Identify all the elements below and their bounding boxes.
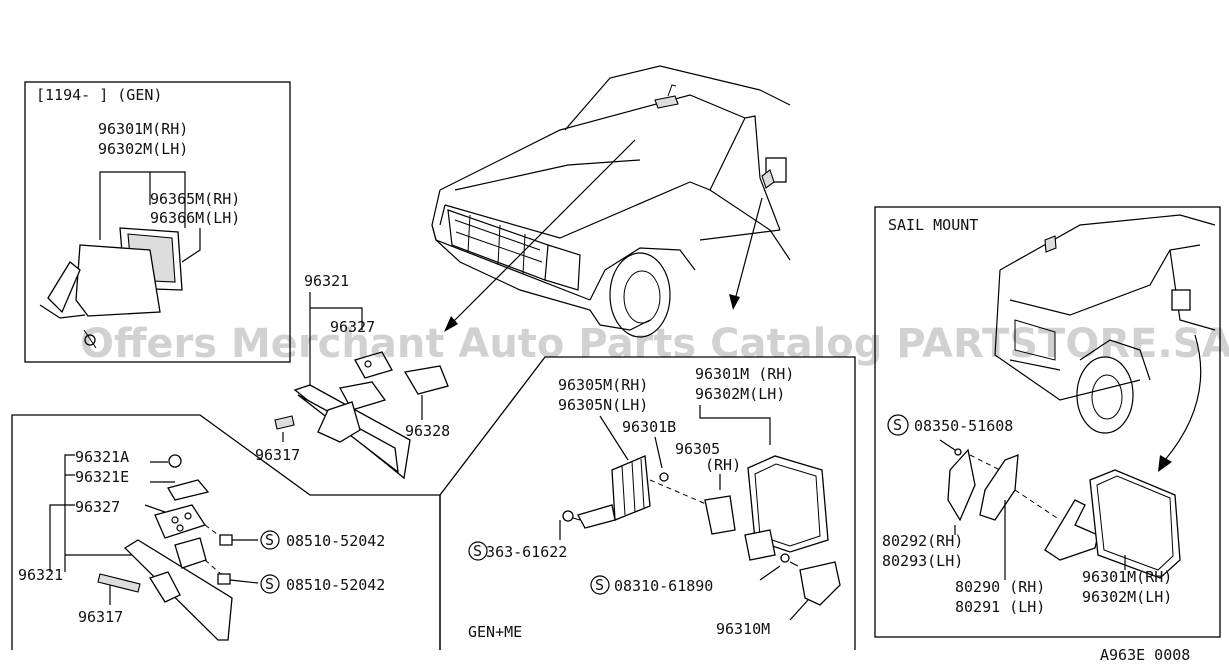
label-rv-96317: 96317 bbox=[255, 446, 300, 464]
label-det-96321e: 96321E bbox=[75, 468, 129, 486]
door-mirror-panel: 96305M(RH) 96305N(LH) 96301M (RH) 96302M… bbox=[439, 356, 856, 650]
label-rv-96328: 96328 bbox=[405, 422, 450, 440]
label-sail-80292: 80292(RH) bbox=[882, 532, 963, 550]
label-sail-96302m: 96302M(LH) bbox=[1082, 588, 1172, 606]
label-sail-80290: 80290 (RH) bbox=[955, 578, 1045, 596]
label-det-96321a: 96321A bbox=[75, 448, 129, 466]
label-sail-96301m: 96301M(RH) bbox=[1082, 568, 1172, 586]
screw-symbol-4: S bbox=[595, 576, 604, 594]
label-rv-96327: 96327 bbox=[330, 318, 375, 336]
label-dm-96301m: 96301M (RH) bbox=[695, 365, 794, 383]
label-det-96321: 96321 bbox=[18, 566, 63, 584]
label-dm-96305n: 96305N(LH) bbox=[558, 396, 648, 414]
screw-symbol-3: S bbox=[473, 542, 482, 560]
screw-symbol-2: S bbox=[265, 575, 274, 593]
screw-symbol-1: S bbox=[265, 531, 274, 549]
label-dm-96305: 96305 bbox=[675, 440, 720, 458]
label-rv-96321: 96321 bbox=[304, 272, 349, 290]
label-96302m: 96302M(LH) bbox=[98, 140, 188, 158]
label-96365m: 96365M(RH) bbox=[150, 190, 240, 208]
label-96366m: 96366M(LH) bbox=[150, 209, 240, 227]
callout-arrows bbox=[444, 139, 763, 332]
label-dm-genme: GEN+ME bbox=[468, 623, 522, 641]
label-dm-96301b: 96301B bbox=[622, 418, 676, 436]
label-dm-screw1: 08363-61622 bbox=[468, 543, 567, 561]
rearview-mirror-group: 96321 96327 96328 96317 bbox=[255, 272, 450, 480]
label-dm-screw2: 08310-61890 bbox=[614, 577, 713, 595]
sail-mount-panel: SAIL MOUNT S 08350-51608 80292(RH) 80293… bbox=[874, 206, 1221, 638]
label-dm-96305m: 96305M(RH) bbox=[558, 376, 648, 394]
label-det-96317: 96317 bbox=[78, 608, 123, 626]
label-det-screw1: 08510-52042 bbox=[286, 532, 385, 550]
inset-header: [1194- ] (GEN) bbox=[36, 86, 162, 104]
label-sail-screw: 08350-51608 bbox=[914, 417, 1013, 435]
label-sail-80293: 80293(LH) bbox=[882, 552, 963, 570]
label-sail-80291: 80291 (LH) bbox=[955, 598, 1045, 616]
figure-code: A963E 0008 bbox=[1100, 646, 1190, 664]
watermark-text: Offers Merchant Auto Parts Catalog PARTS… bbox=[80, 321, 1229, 367]
label-dm-rh: (RH) bbox=[705, 456, 741, 474]
inset-gen-mirror: [1194- ] (GEN) 96301M(RH) 96302M(LH) 963… bbox=[24, 81, 291, 363]
sail-header: SAIL MOUNT bbox=[888, 216, 978, 234]
label-det-96327: 96327 bbox=[75, 498, 120, 516]
label-96301m: 96301M(RH) bbox=[98, 120, 188, 138]
label-det-screw2: 08510-52042 bbox=[286, 576, 385, 594]
truck-illustration bbox=[431, 65, 791, 338]
label-dm-96302m: 96302M(LH) bbox=[695, 385, 785, 403]
screw-symbol-5: S bbox=[893, 416, 902, 434]
label-dm-96310m: 96310M bbox=[716, 620, 770, 638]
